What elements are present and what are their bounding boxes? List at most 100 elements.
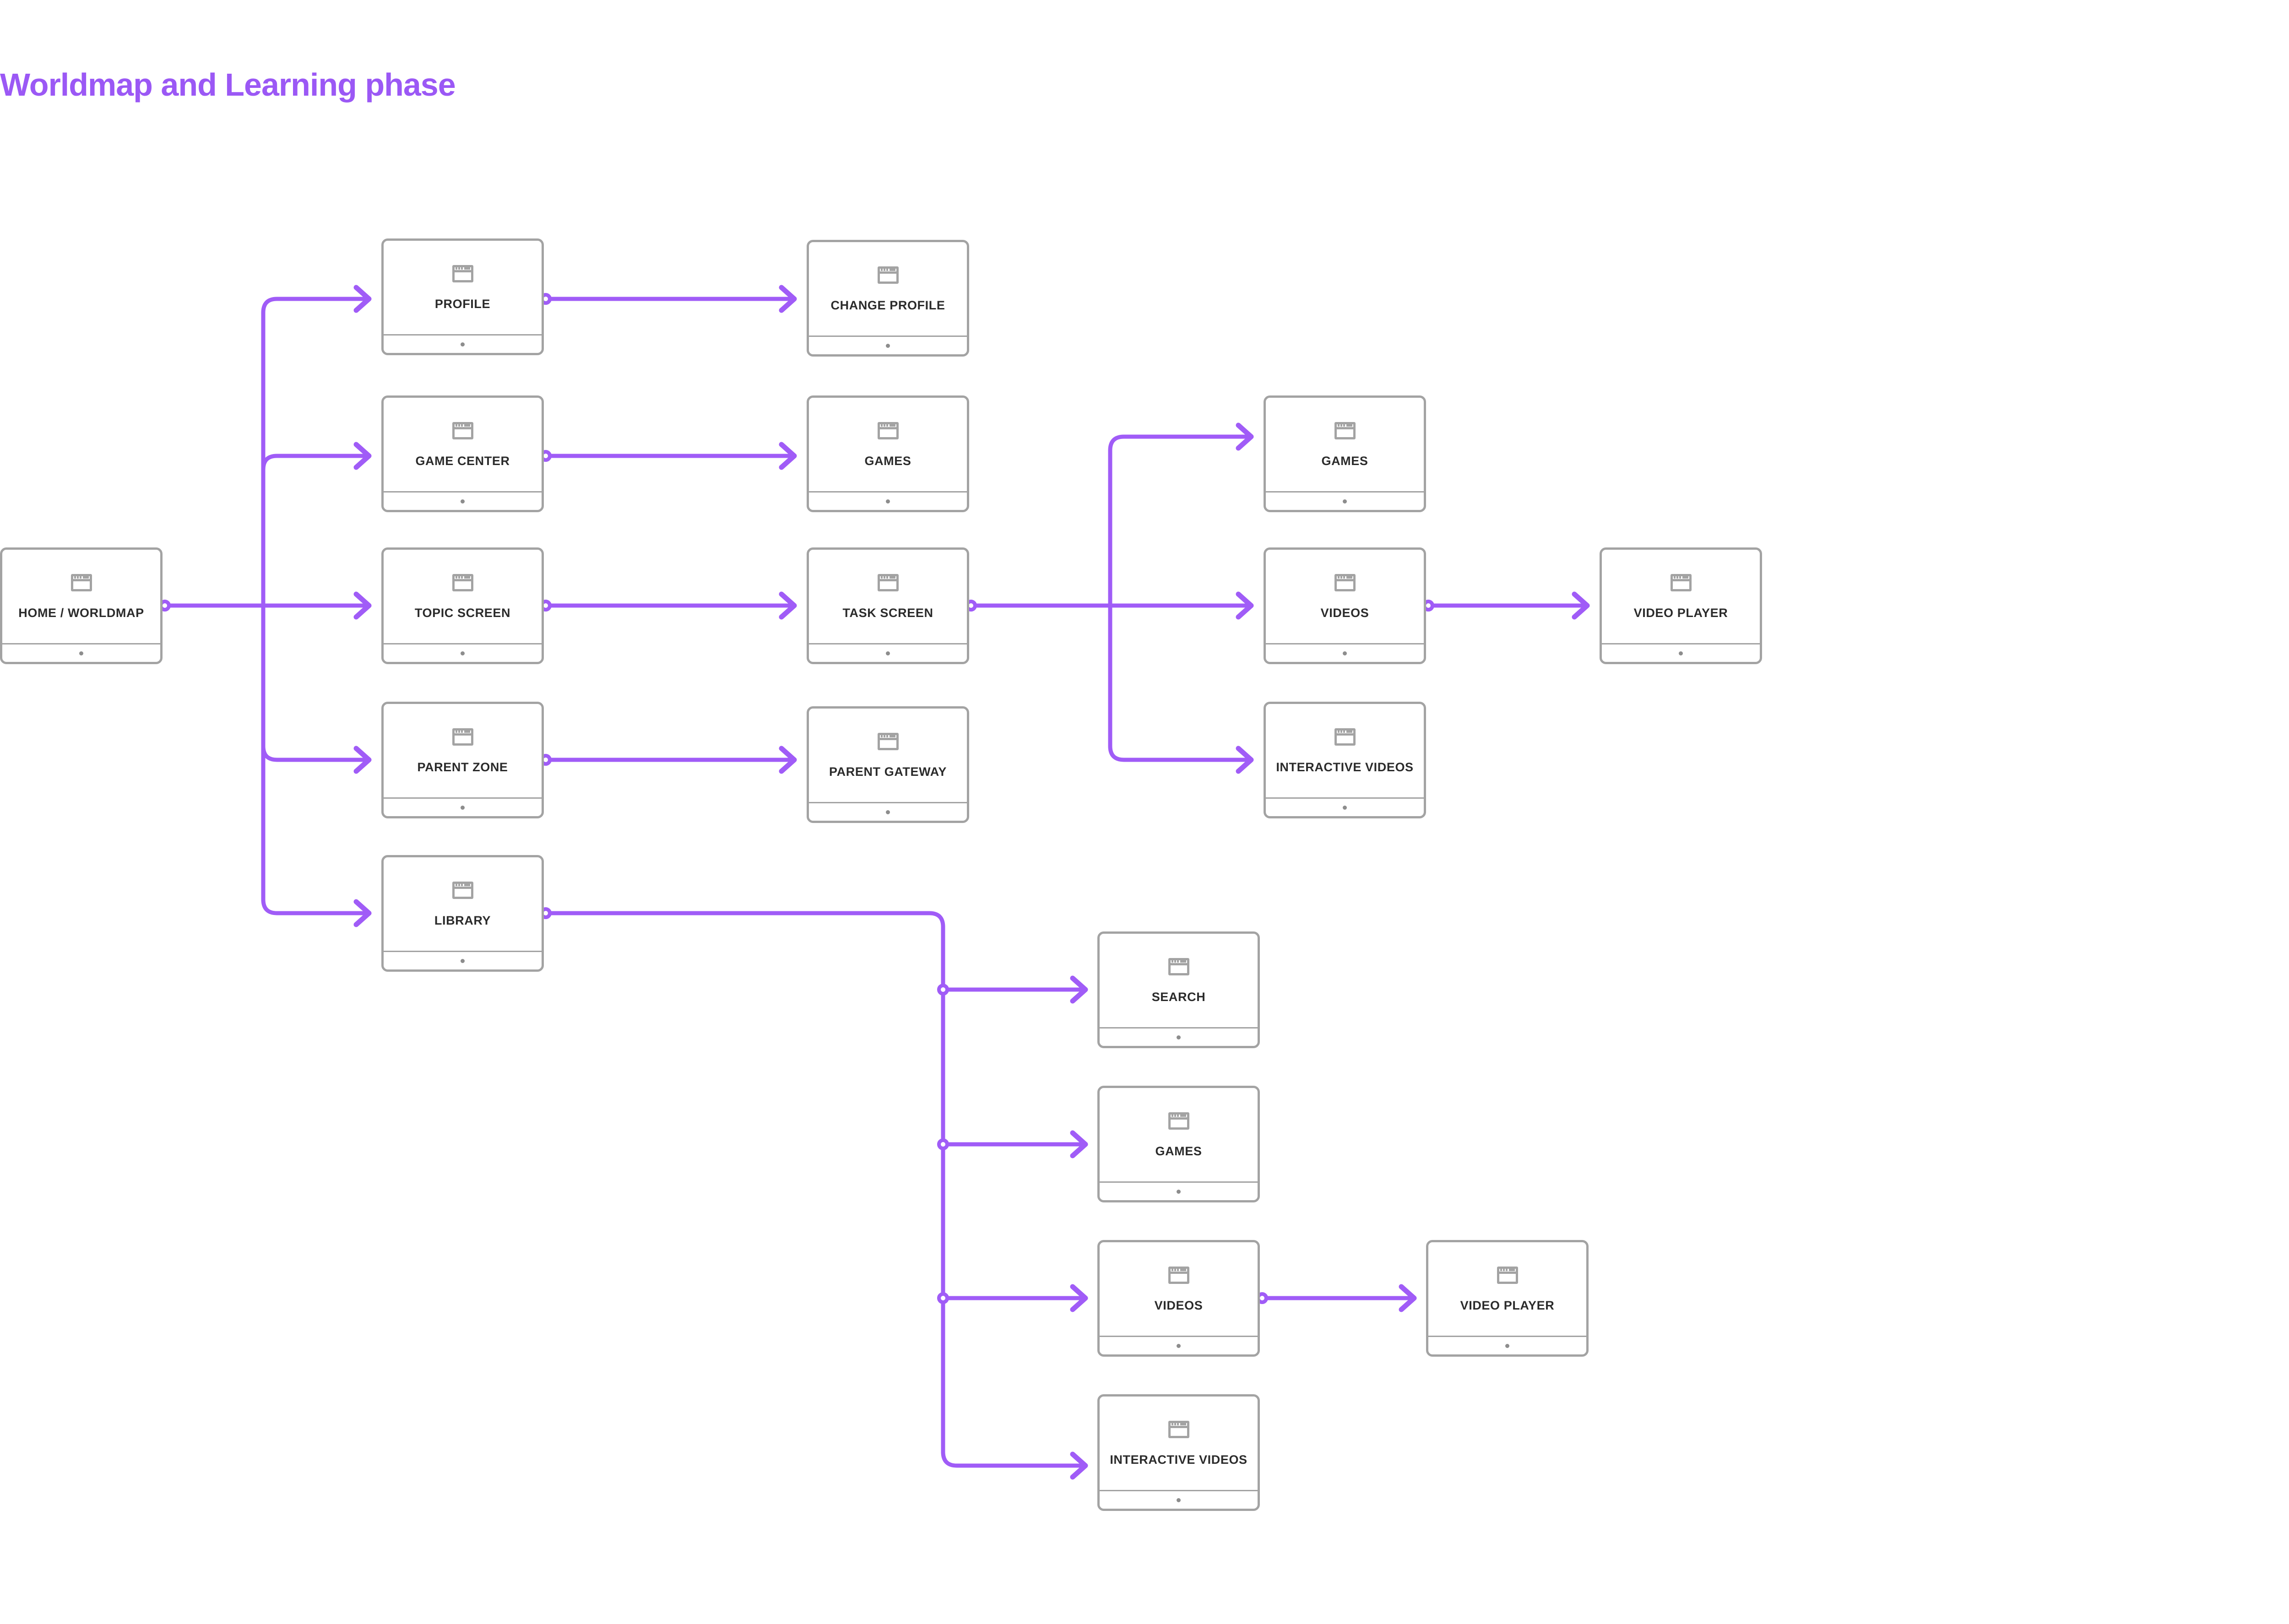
node-footer [809,336,967,354]
browser-window-addressbar [1180,1115,1186,1117]
arrowhead-icon [779,285,797,313]
browser-window-titlebar [1336,576,1353,581]
browser-window-dot [1343,576,1345,579]
browser-window-dot [880,269,883,271]
node-card-games-right[interactable]: GAMES [1264,395,1426,512]
node-card-parent-gateway[interactable]: PARENT GATEWAY [807,706,969,823]
node-card-task-screen[interactable]: TASK SCREEN [807,547,969,664]
browser-window-titlebar [1170,1423,1187,1428]
browser-window-addressbar [464,884,470,886]
arrowhead-icon [1572,591,1590,620]
browser-window-dot [461,267,463,270]
node-footer [2,643,160,662]
browser-window-dot [1337,731,1340,733]
node-body: GAMES [809,398,967,491]
node-footer [1100,1027,1258,1046]
browser-window-addressbar [1508,1269,1515,1271]
node-card-games-mid[interactable]: GAMES [807,395,969,512]
browser-window-dot [458,884,460,886]
browser-window-dot [1171,960,1173,963]
browser-window-addressbar [889,424,895,427]
dot-indicator-icon [1343,805,1347,810]
browser-window-dot [461,884,463,886]
browser-window-addressbar [1682,576,1688,579]
node-footer [384,491,542,510]
node-label: INTERACTIVE VIDEOS [1276,760,1414,774]
node-footer [384,951,542,969]
node-card-videos-right[interactable]: VIDEOS [1264,547,1426,664]
browser-window-icon [1670,574,1692,591]
browser-window-dot [458,424,460,427]
node-footer [1266,643,1424,662]
browser-window-dot [1177,1115,1179,1117]
node-card-videos-lib[interactable]: VIDEOS [1097,1240,1260,1357]
arrowhead-icon [1070,1284,1088,1312]
node-card-parent-zone[interactable]: PARENT ZONE [381,702,544,818]
node-label: VIDEO PLAYER [1460,1298,1555,1312]
edge-home-to-library [261,603,371,915]
dot-indicator-icon [1679,651,1683,655]
browser-window-icon [452,881,473,899]
node-footer [809,802,967,821]
node-body: LIBRARY [384,857,542,951]
node-card-home[interactable]: HOME / WORLDMAP [0,547,163,664]
arrowhead-icon [1070,1451,1088,1480]
browser-window-dot [76,576,79,579]
browser-window-addressbar [82,576,89,579]
node-card-change-profile[interactable]: CHANGE PROFILE [807,240,969,357]
browser-window-dot [1171,1269,1173,1271]
browser-window-dot [455,424,457,427]
node-footer [1602,643,1760,662]
browser-window-dot [1340,424,1342,427]
node-body: GAMES [1266,398,1424,491]
node-label: LIBRARY [434,913,491,927]
browser-window-icon [877,574,899,591]
node-label: VIDEOS [1320,606,1369,620]
arrowhead-icon [353,285,372,313]
browser-window-addressbar [1180,960,1186,963]
dot-indicator-icon [461,805,465,810]
node-footer [1100,1181,1258,1200]
arrowhead-icon [1236,422,1254,451]
browser-window-addressbar [1346,731,1352,733]
arrowhead-icon [1236,746,1254,774]
browser-window-dot [1502,1269,1505,1271]
node-card-profile[interactable]: PROFILE [381,238,544,355]
node-footer [809,643,967,662]
browser-window-dot [461,576,463,579]
node-body: INTERACTIVE VIDEOS [1100,1397,1258,1490]
node-label: VIDEO PLAYER [1633,606,1728,620]
edge-home-to-parent-zone [261,603,371,762]
browser-window-dot [1337,576,1340,579]
browser-window-dot [1174,1423,1176,1425]
browser-window-dot [79,576,81,579]
node-body: TASK SCREEN [809,550,967,643]
browser-window-dot [883,269,885,271]
node-label: SEARCH [1151,990,1206,1004]
dot-indicator-icon [461,958,465,963]
node-card-library[interactable]: LIBRARY [381,855,544,972]
browser-window-dot [1340,576,1342,579]
node-body: CHANGE PROFILE [809,242,967,336]
browser-window-icon [877,266,899,284]
node-card-search-lib[interactable]: SEARCH [1097,931,1260,1048]
node-card-game-center[interactable]: GAME CENTER [381,395,544,512]
browser-window-titlebar [454,424,471,429]
connector-dot-icon [937,984,949,996]
browser-window-dot [458,731,460,733]
arrowhead-icon [1070,1130,1088,1158]
node-card-video-player-right[interactable]: VIDEO PLAYER [1600,547,1762,664]
browser-window-titlebar [454,883,471,889]
browser-window-dot [880,424,883,427]
browser-window-icon [71,574,92,591]
node-card-games-lib[interactable]: GAMES [1097,1086,1260,1202]
node-card-topic-screen[interactable]: TOPIC SCREEN [381,547,544,664]
browser-window-dot [886,735,888,737]
node-card-interactive-right[interactable]: INTERACTIVE VIDEOS [1264,702,1426,818]
dot-indicator-icon [886,810,890,814]
dot-indicator-icon [79,651,83,655]
node-card-interactive-lib[interactable]: INTERACTIVE VIDEOS [1097,1394,1260,1511]
node-card-video-player-lib[interactable]: VIDEO PLAYER [1426,1240,1589,1357]
browser-window-titlebar [73,576,90,581]
arrowhead-icon [779,746,797,774]
